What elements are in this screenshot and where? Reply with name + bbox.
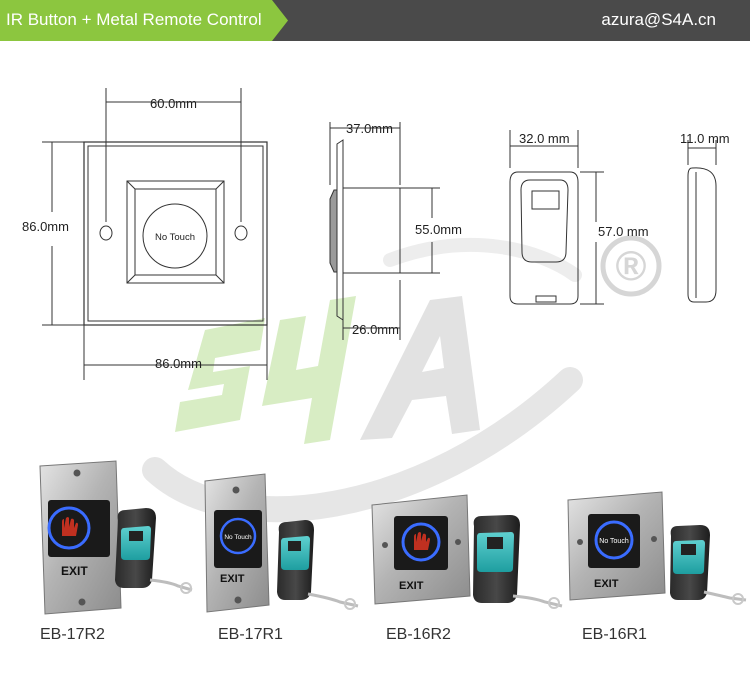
screw: [577, 539, 583, 545]
exit-label: EXIT: [594, 578, 619, 590]
watermark-letters: [175, 296, 356, 444]
key-ring-loop: [548, 597, 560, 609]
screw: [234, 596, 242, 604]
front-button-label: No Touch: [155, 232, 195, 243]
screw: [455, 539, 461, 545]
remote-led-window: [531, 190, 560, 210]
front-view: [42, 88, 268, 380]
key-ring: [307, 592, 359, 608]
hand-icon: [414, 532, 430, 550]
key-ring: [149, 578, 193, 592]
screw: [382, 542, 388, 548]
screw-hole-right: [234, 225, 248, 241]
key-ring-loop: [344, 598, 356, 610]
remote-keyring-slot: [535, 295, 557, 303]
remote-photo-eb-16r1: [670, 525, 747, 605]
remote-button: [121, 526, 151, 560]
key-ring-loop: [180, 582, 192, 594]
dim-remote-width: 32.0 mm: [519, 131, 570, 146]
remote-photo-eb-17r2: [115, 508, 193, 594]
dim-side-depth-top: 37.0mm: [346, 121, 393, 136]
exit-label: EXIT: [220, 573, 245, 585]
model-label-eb-16r1: EB-16R1: [582, 626, 647, 643]
contact-email: azura@S4A.cn: [601, 10, 716, 29]
watermark-letter-a: [360, 296, 480, 440]
key-ring-loop: [732, 593, 744, 605]
dim-front-height: 86.0mm: [22, 219, 69, 234]
front-touch-button: [142, 203, 208, 269]
remote-drawing-side: [687, 140, 717, 303]
screw-hole-left: [99, 225, 113, 241]
remote-led: [681, 544, 696, 555]
registered-mark-ring: [600, 235, 662, 297]
button-text: No Touch: [224, 534, 252, 541]
led-ring: [401, 522, 441, 562]
remote-outline: [509, 171, 579, 305]
key-ring: [512, 594, 563, 608]
front-box-inner: [134, 188, 217, 276]
button-text: No Touch: [599, 538, 629, 545]
dim-side-depth-bottom: 26.0mm: [352, 322, 399, 337]
side-button-cap: [329, 189, 338, 273]
header-bar: IR Button + Metal Remote Control azura@S…: [0, 0, 750, 41]
product-photo-eb-17r2: EXIT: [39, 460, 122, 615]
watermark-logo: ®: [142, 235, 662, 523]
exit-label: EXIT: [399, 580, 424, 592]
hand-icon: [62, 517, 78, 536]
product-photo-eb-16r2: EXIT: [371, 494, 471, 605]
side-plate: [336, 139, 344, 321]
remote-led: [129, 531, 143, 541]
dim-remote-depth: 11.0 mm: [680, 131, 730, 146]
watermark-swoosh-top: [383, 238, 582, 282]
front-plate-inner: [87, 145, 264, 322]
registered-mark: ®: [616, 242, 647, 289]
remote-photo-eb-16r2: [473, 515, 563, 609]
model-label-eb-16r2: EB-16R2: [386, 626, 451, 643]
front-box-outer: [126, 180, 225, 284]
dim-remote-height: 57.0 mm: [598, 224, 649, 239]
remote-drawing-front: [509, 130, 604, 305]
remote-photo-eb-17r1: [277, 520, 359, 610]
remote-led: [487, 537, 503, 549]
screw: [73, 469, 81, 477]
remote-led: [288, 541, 301, 551]
remote-button-area: [520, 179, 569, 263]
product-photo-eb-16r1: No Touch EXIT: [567, 491, 666, 601]
model-label-eb-17r1: EB-17R1: [218, 626, 283, 643]
dim-front-width-top: 60.0mm: [150, 96, 197, 111]
led-ring: [47, 506, 91, 550]
watermark-swoosh: [142, 367, 583, 523]
key-ring: [703, 590, 747, 602]
side-view: [329, 122, 440, 340]
page-title: IR Button + Metal Remote Control: [6, 10, 262, 29]
led-ring: [594, 520, 634, 560]
remote-side-outline: [687, 167, 717, 303]
front-plate-outer: [83, 141, 268, 326]
remote-button: [477, 532, 514, 572]
screw: [78, 598, 86, 606]
side-box: [342, 187, 401, 274]
dim-front-width-bottom: 86.0mm: [155, 356, 202, 371]
product-photo-eb-17r1: No Touch EXIT: [204, 473, 270, 613]
model-label-eb-17r2: EB-17R2: [40, 626, 105, 643]
dim-side-height: 55.0mm: [415, 222, 462, 237]
sensor-face: [48, 500, 110, 557]
title-banner: [0, 0, 288, 41]
screw: [651, 536, 657, 542]
screw: [232, 486, 240, 494]
led-ring: [219, 517, 257, 555]
exit-label: EXIT: [61, 564, 88, 578]
